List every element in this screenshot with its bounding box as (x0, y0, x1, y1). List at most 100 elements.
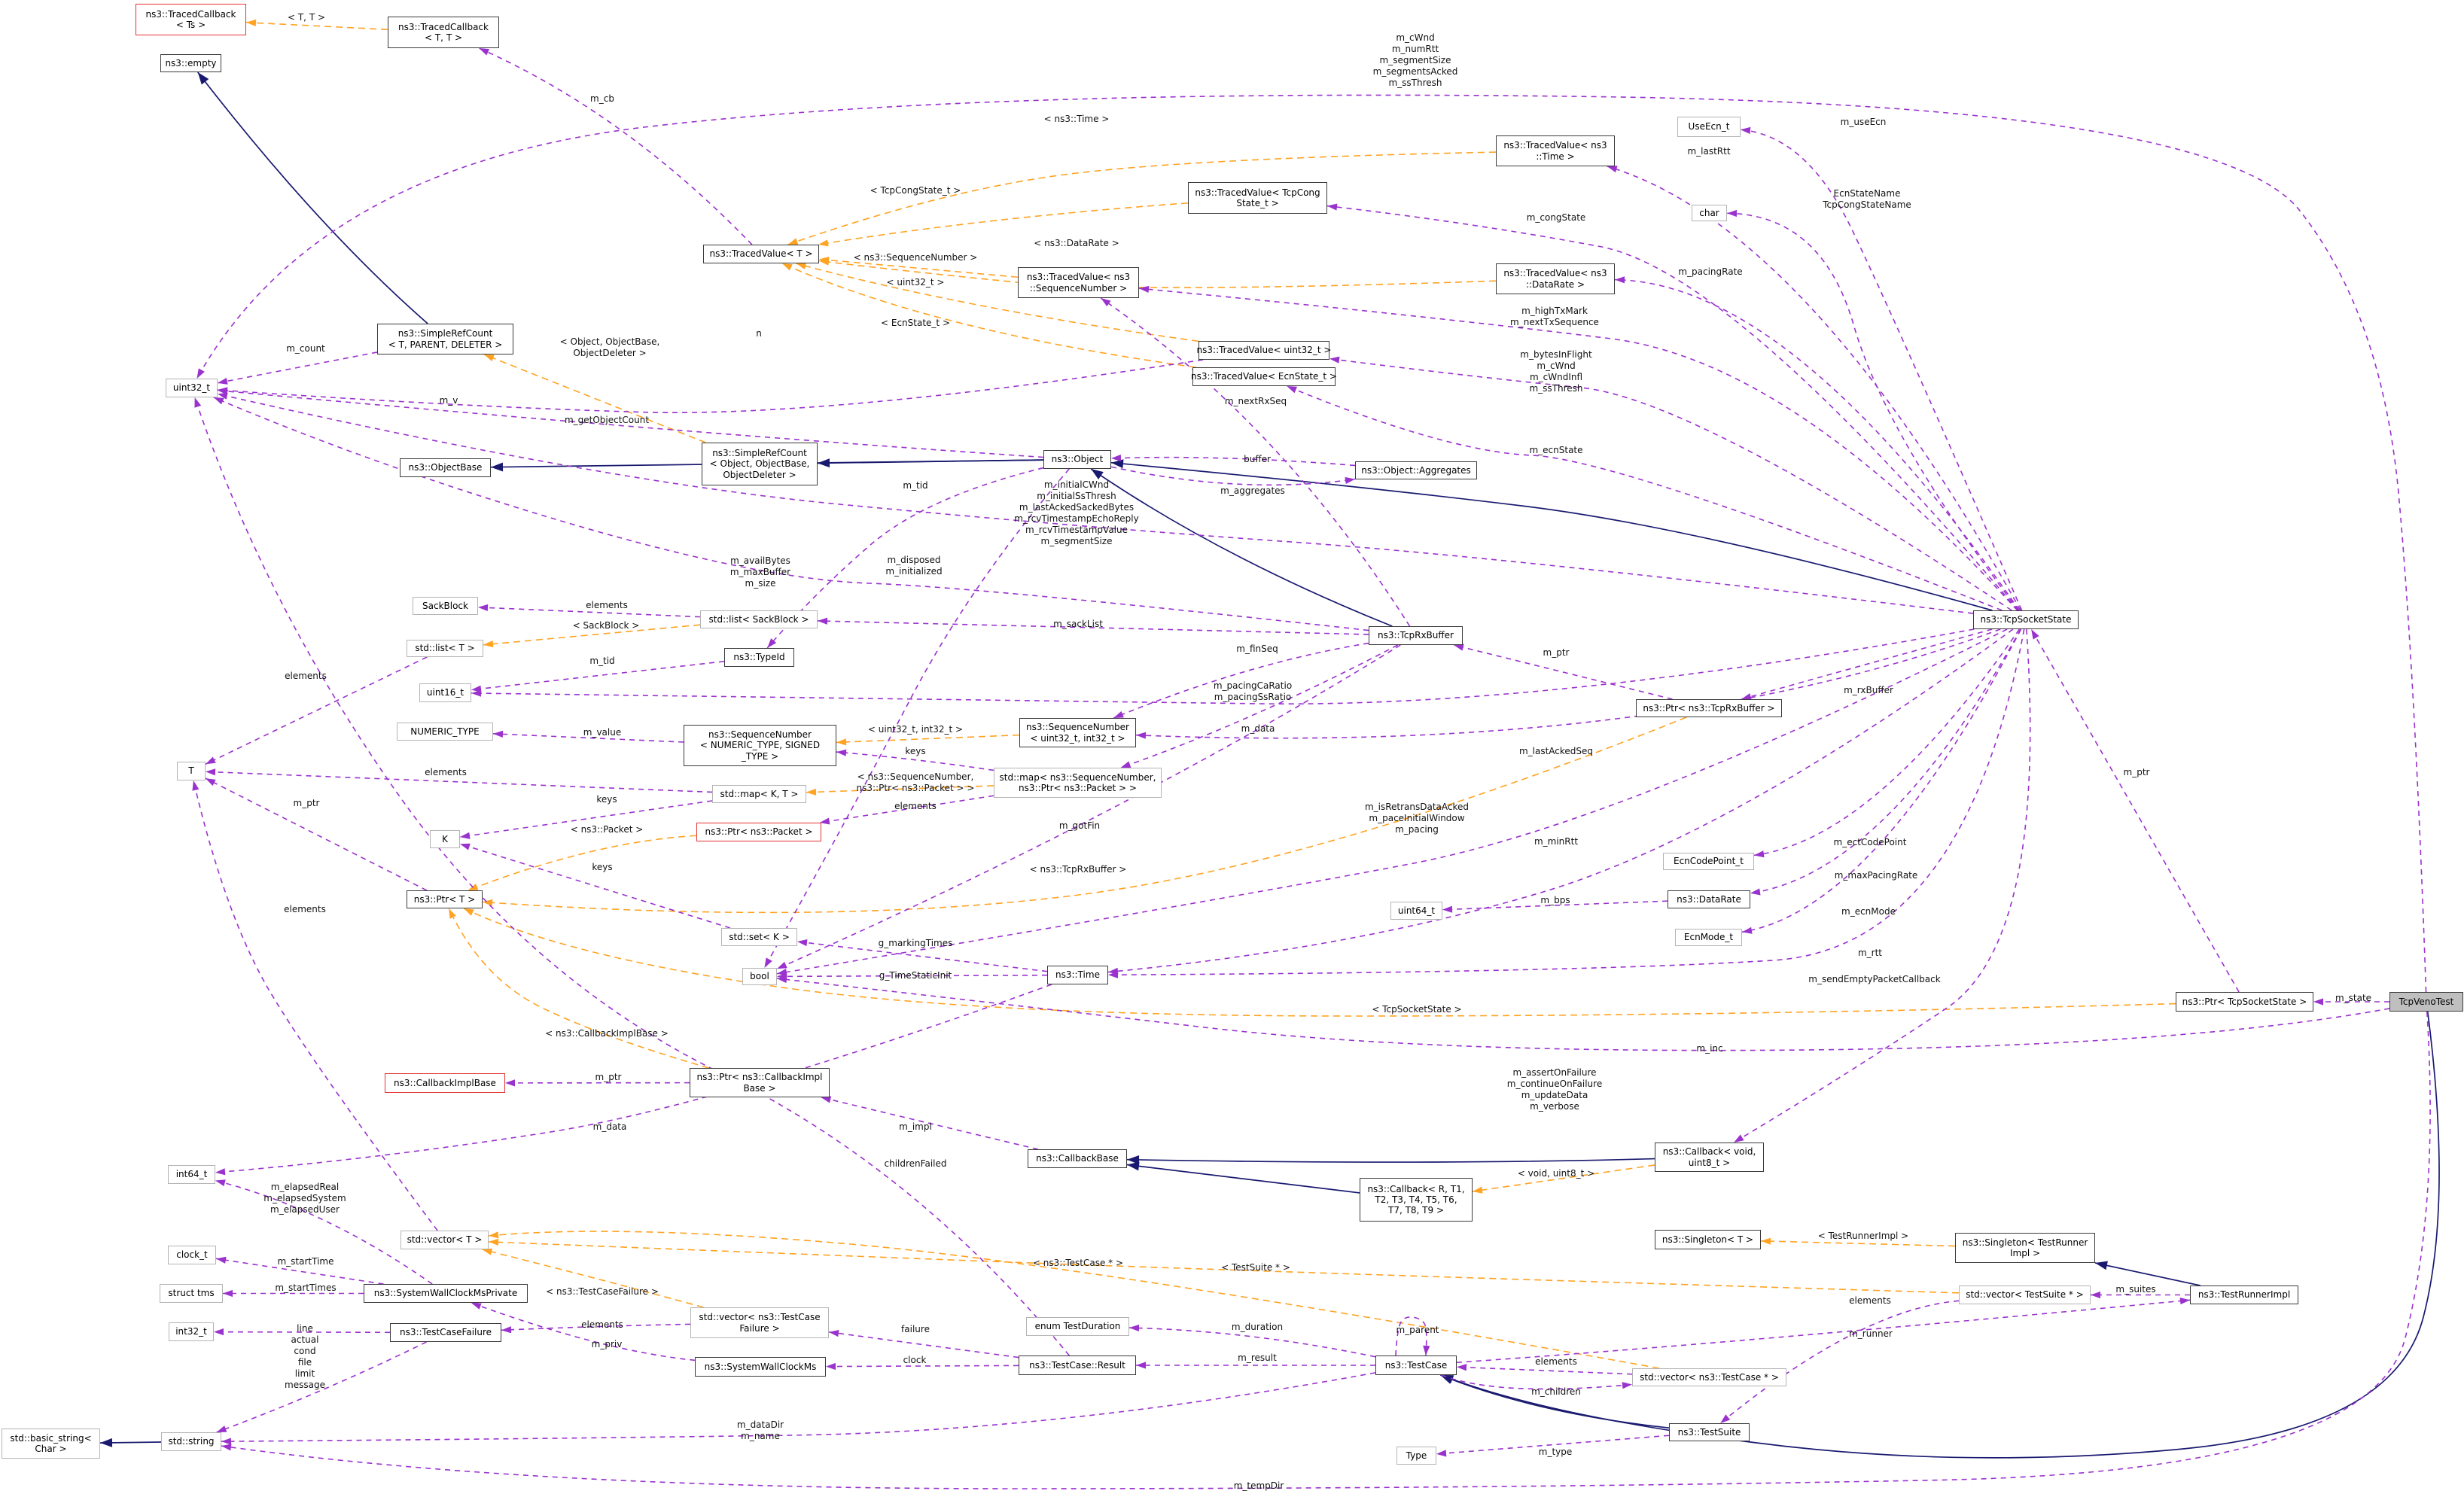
arrowhead (464, 908, 474, 916)
node-testcaseresult[interactable]: ns3::TestCase::Result (1019, 1356, 1136, 1375)
node-label: ns3::Singleton< T > (1661, 1234, 1754, 1245)
node-aggregates[interactable]: ns3::Object::Aggregates (1355, 461, 1477, 479)
edge-member-tcpsocketstate-ecnmode (1741, 628, 2022, 933)
node-label: ns3::Object (1051, 454, 1104, 465)
edge-member-testcaseresult-vector_testcasefailure (828, 1331, 1019, 1359)
edge-member-testcase-stdstring (221, 1372, 1376, 1442)
node-callbackbase[interactable]: ns3::CallbackBase (1028, 1149, 1127, 1168)
arrowhead (1423, 1345, 1430, 1356)
node-simplerefcount_obj[interactable]: ns3::SimpleRefCount< Object, ObjectBase,… (702, 443, 818, 485)
arrowhead (216, 1256, 227, 1264)
node-testrunnerimpl[interactable]: ns3::TestRunnerImpl (2190, 1286, 2298, 1304)
edge-member-tcpsocketstate-ecncodepoint (1753, 628, 2021, 857)
arrowhead (1136, 732, 1147, 739)
node-callbackimplbase[interactable]: ns3::CallbackImplBase (385, 1073, 505, 1093)
arrowhead (215, 1168, 226, 1176)
node-tracedcallback_tt[interactable]: ns3::TracedCallback< T, T > (388, 17, 499, 48)
node-ptr_tcprxbuffer[interactable]: ns3::Ptr< ns3::TcpRxBuffer > (1636, 699, 1782, 717)
node-callback_void[interactable]: ns3::Callback< void,uint8_t > (1655, 1143, 1764, 1172)
node-time[interactable]: ns3::Time (1047, 966, 1108, 984)
arrowhead (819, 257, 830, 264)
node-label: < Object, ObjectBase, (709, 458, 810, 470)
arrowhead (1120, 761, 1131, 768)
edge-member-vector_testsuiteptr-testsuite (1719, 1300, 1960, 1424)
node-label: std::vector< TestSuite * > (1966, 1289, 2084, 1301)
edge-member-testsuite-type (1436, 1435, 1670, 1455)
node-tcpsocketstate[interactable]: ns3::TcpSocketState (1973, 610, 2079, 629)
node-bool: bool (742, 968, 777, 985)
edge-template-tv_ecnstate-tracedvalue_t (781, 263, 1196, 368)
arrowhead (1287, 386, 1298, 394)
node-tcprxbuffer[interactable]: ns3::TcpRxBuffer (1369, 626, 1463, 645)
arrowhead (493, 730, 504, 738)
node-typeid[interactable]: ns3::TypeId (724, 648, 794, 667)
node-tv_time[interactable]: ns3::TracedValue< ns3::Time > (1496, 135, 1615, 166)
node-tv_seqnum[interactable]: ns3::TracedValue< ns3::SequenceNumber > (1018, 267, 1139, 298)
edge-member-tcpsocketstate-tv_time (1607, 166, 2021, 611)
node-tracedcallback_ts[interactable]: ns3::TracedCallback< Ts > (136, 4, 246, 35)
node-label: ns3::TracedValue< ns3 (1503, 140, 1607, 151)
arrowhead (214, 1328, 224, 1336)
arrowhead (1111, 454, 1122, 462)
edge-member-tracedvalue_t-tracedcallback_tt (478, 47, 753, 245)
node-seqnum_uint32[interactable]: ns3::SequenceNumber< uint32_t, int32_t > (1019, 718, 1136, 747)
node-label: std::string (168, 1436, 215, 1447)
edge-member-tcpsocketstate-tv_tcpcong (1326, 205, 2019, 611)
node-label: ns3::TracedValue< ns3 (1026, 272, 1131, 283)
node-tv_ecnstate[interactable]: ns3::TracedValue< EcnState_t > (1191, 367, 1337, 386)
node-label: Char > (35, 1444, 67, 1454)
edge-member-object-uint32 (217, 389, 1044, 458)
arrowhead (482, 1248, 493, 1255)
node-label: SackBlock (422, 600, 468, 611)
node-tcpvenotest[interactable]: TcpVenoTest (2389, 992, 2463, 1012)
arrowhead (206, 756, 216, 765)
node-label: < Ts > (175, 20, 206, 30)
arrowhead (818, 239, 829, 247)
node-structtms: struct tms (160, 1284, 223, 1303)
node-testcasefailure[interactable]: ns3::TestCaseFailure (390, 1323, 501, 1342)
node-tracedvalue_t[interactable]: ns3::TracedValue< T > (703, 245, 819, 263)
node-callback_r[interactable]: ns3::Callback< R, T1,T2, T3, T4, T5, T6,… (1360, 1178, 1473, 1222)
arrowhead (1622, 1382, 1632, 1389)
node-empty[interactable]: ns3::empty (160, 54, 221, 72)
arrowhead (471, 685, 482, 692)
node-label: < T, PARENT, DELETER > (388, 339, 503, 350)
node-ptr_t[interactable]: ns3::Ptr< T > (407, 890, 483, 908)
arrowhead (192, 780, 199, 791)
node-label: ns3::Callback< void, (1662, 1146, 1756, 1158)
arrowhead (221, 1438, 232, 1445)
node-label: ns3::SequenceNumber (1026, 722, 1129, 733)
node-datarate[interactable]: ns3::DataRate (1668, 890, 1750, 908)
edge-member-testcaseresult-uint32 (193, 397, 1070, 1356)
arrowhead (829, 1329, 839, 1337)
node-label: ns3::Ptr< T > (413, 893, 476, 905)
node-ecnmode: EcnMode_t (1675, 929, 1742, 946)
edge-member-typeid-uint16 (471, 660, 725, 691)
node-testsuite[interactable]: ns3::TestSuite (1669, 1423, 1750, 1441)
node-ptr_tcpsocketstate[interactable]: ns3::Ptr< TcpSocketState > (2176, 992, 2313, 1012)
arrowhead (1741, 693, 1752, 700)
arrowhead (501, 1326, 512, 1334)
node-tv_datarate[interactable]: ns3::TracedValue< ns3::DataRate > (1496, 263, 1615, 294)
node-label: State_t > (1236, 198, 1279, 208)
node-t: T (177, 762, 206, 780)
node-syswallclockprivate[interactable]: ns3::SystemWallClockMsPrivate (364, 1284, 528, 1303)
node-ptr_packet[interactable]: ns3::Ptr< ns3::Packet > (696, 823, 821, 841)
arrowhead (489, 1238, 499, 1246)
node-syswallclock[interactable]: ns3::SystemWallClockMs (695, 1357, 826, 1377)
node-object[interactable]: ns3::Object (1043, 450, 1111, 469)
node-testcase[interactable]: ns3::TestCase (1375, 1356, 1457, 1375)
arrowhead (2095, 1261, 2108, 1270)
node-seqnum_numeric[interactable]: ns3::SequenceNumber< NUMERIC_TYPE, SIGNE… (684, 725, 836, 766)
arrowhead (1091, 469, 1104, 479)
node-singleton_t[interactable]: ns3::Singleton< T > (1655, 1230, 1761, 1249)
node-tv_uint32[interactable]: ns3::TracedValue< uint32_t > (1197, 341, 1331, 360)
node-objectbase[interactable]: ns3::ObjectBase (400, 458, 491, 477)
arrowhead (1127, 1155, 1140, 1164)
node-simplerefcount_t[interactable]: ns3::SimpleRefCount< T, PARENT, DELETER … (377, 324, 513, 354)
node-label: ns3::TestCaseFailure (399, 1327, 492, 1338)
